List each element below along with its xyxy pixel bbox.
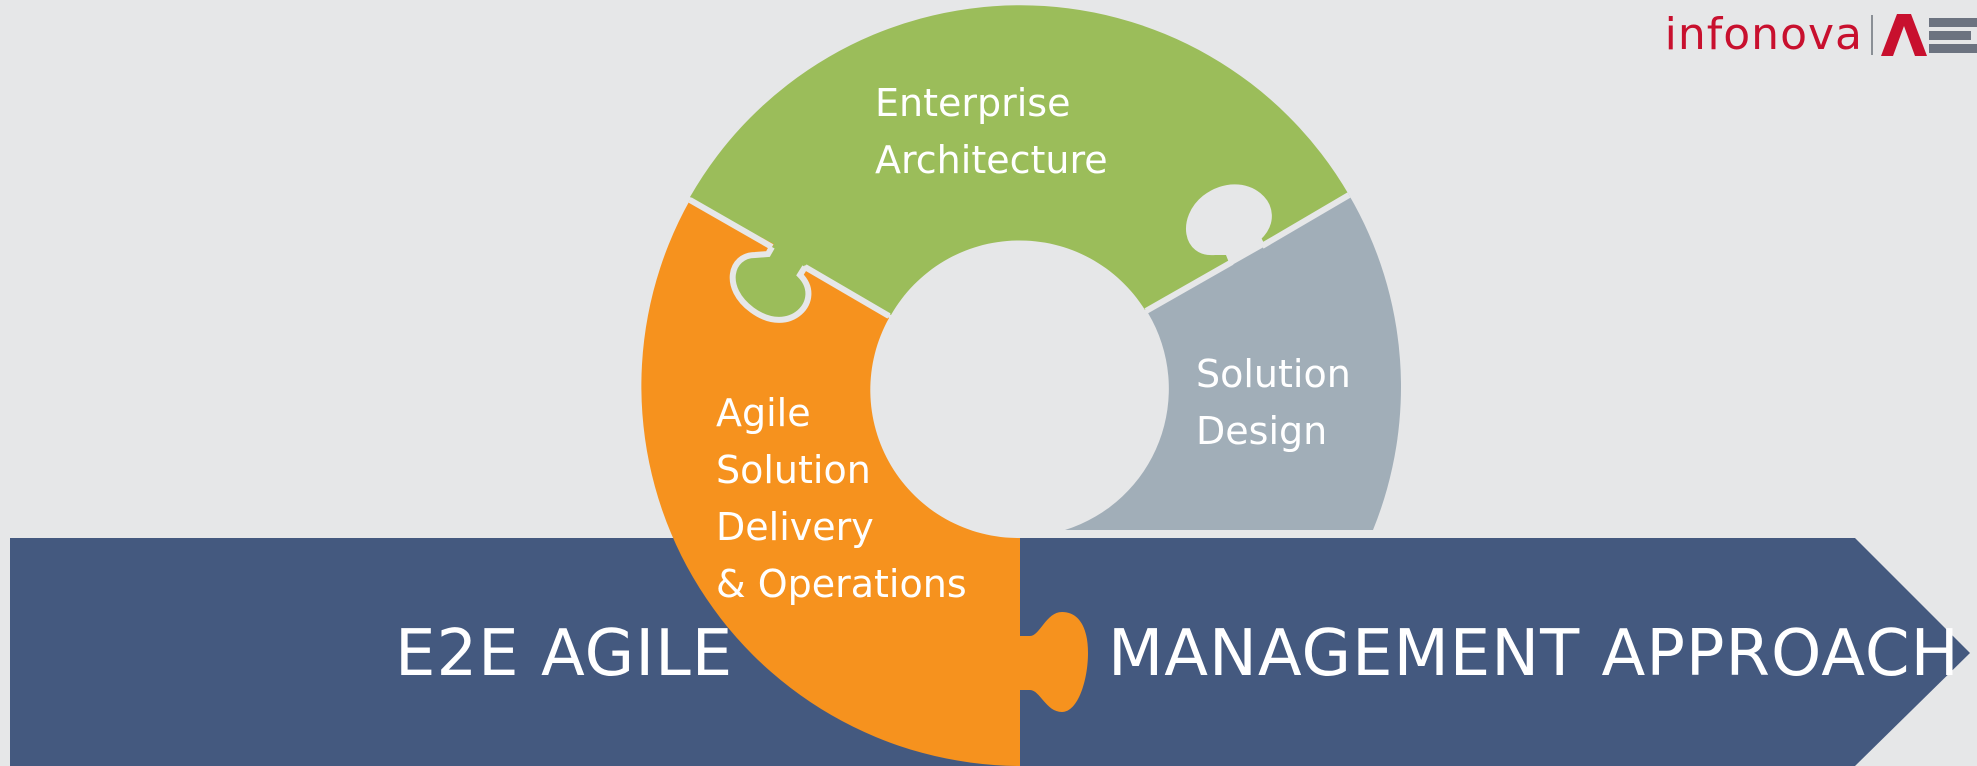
segment-agile-delivery (641, 200, 1088, 766)
separator-line (688, 197, 774, 250)
label-line: & Operations (716, 562, 967, 606)
label-line: Architecture (875, 138, 1108, 182)
segment-solution-design (1065, 195, 1401, 530)
label-agile-delivery: Agile Solution Delivery & Operations (716, 385, 967, 613)
label-solution-design: Solution Design (1196, 346, 1351, 460)
label-line: Agile (716, 391, 811, 435)
separator-line (1260, 192, 1351, 249)
separator-line (729, 245, 812, 323)
separator-line (1186, 184, 1272, 264)
banner-left-text: E2E AGILE (395, 617, 734, 691)
label-line: Design (1196, 409, 1328, 453)
company-logo: infonova (1665, 10, 1977, 60)
separator-line (1144, 259, 1234, 314)
label-line: Solution (716, 448, 871, 492)
logo-ase-mark (1881, 14, 1977, 56)
logo-wordmark: infonova (1664, 9, 1863, 60)
logo-separator (1871, 15, 1873, 55)
label-enterprise-architecture: Enterprise Architecture (875, 75, 1108, 189)
label-line: Solution (1196, 352, 1351, 396)
label-line: Delivery (716, 505, 874, 549)
label-line: Enterprise (875, 81, 1071, 125)
separator-line (803, 264, 891, 319)
segment-enterprise-architecture (690, 5, 1349, 320)
banner-right-text: MANAGEMENT APPROACH (1108, 617, 1960, 691)
